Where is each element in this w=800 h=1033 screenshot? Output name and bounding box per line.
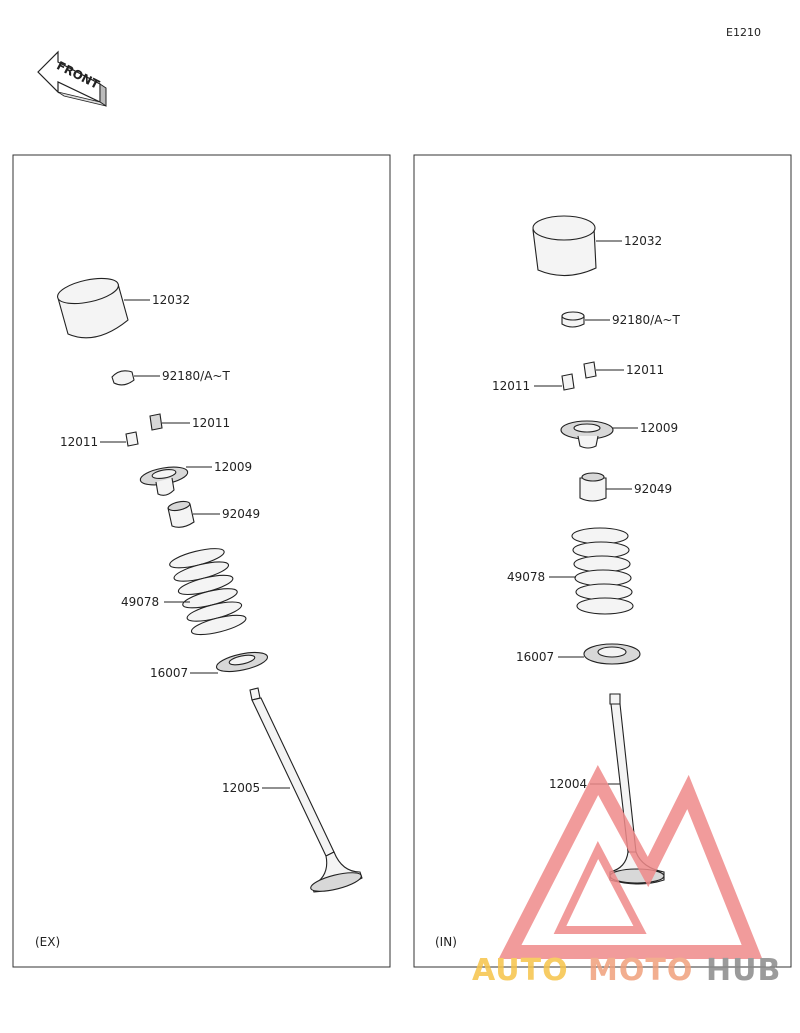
in-seal <box>579 472 607 502</box>
ex-cotter-right <box>149 413 163 431</box>
ex-seal <box>167 500 195 528</box>
in-spring-label: 49078 <box>507 570 545 584</box>
ex-lifter <box>57 277 129 339</box>
diagram-code: E1210 <box>726 26 761 39</box>
watermark-moto: MOTO <box>588 953 693 988</box>
in-seat <box>583 643 641 665</box>
exhaust-panel <box>12 154 391 968</box>
ex-valve <box>249 687 363 893</box>
in-seal-label: 92049 <box>634 482 672 496</box>
in-lifter-label: 12032 <box>624 234 662 248</box>
in-retainer <box>560 420 614 449</box>
in-cotter-left-label: 12011 <box>492 379 530 393</box>
ex-seal-label: 92049 <box>222 507 260 521</box>
intake-panel <box>413 154 792 968</box>
watermark-auto: AUTO <box>472 953 569 988</box>
watermark-hub: HUB <box>706 953 781 988</box>
in-retainer-label: 12009 <box>640 421 678 435</box>
in-shim <box>561 311 585 328</box>
in-spring <box>571 527 634 615</box>
ex-shim <box>111 370 135 386</box>
in-cotter-right <box>583 361 597 379</box>
in-valve-label: 12004 <box>549 777 587 791</box>
ex-seat-label: 16007 <box>150 666 188 680</box>
intake-caption: (IN) <box>435 935 457 949</box>
exhaust-caption: (EX) <box>35 935 60 949</box>
front-arrow-icon: FRONT <box>37 50 107 107</box>
in-seat-label: 16007 <box>516 650 554 664</box>
ex-valve-label: 12005 <box>222 781 260 795</box>
ex-cotter-left <box>125 431 139 447</box>
in-lifter <box>532 215 597 277</box>
watermark-logo: AUTO MOTO HUB <box>472 764 781 988</box>
in-cotter-left <box>561 373 575 391</box>
ex-spring-label: 49078 <box>121 595 159 609</box>
watermark-triangle-icon <box>498 764 763 959</box>
in-shim-label: 92180/A~T <box>612 313 680 327</box>
ex-cotter-right-label: 12011 <box>192 416 230 430</box>
ex-retainer <box>139 466 189 496</box>
ex-retainer-label: 12009 <box>214 460 252 474</box>
ex-shim-label: 92180/A~T <box>162 369 230 383</box>
watermark-inner-triangle-icon <box>553 841 647 934</box>
ex-lifter-label: 12032 <box>152 293 190 307</box>
ex-spring <box>169 548 247 636</box>
ex-cotter-left-label: 12011 <box>60 435 98 449</box>
in-cotter-right-label: 12011 <box>626 363 664 377</box>
ex-seat <box>215 651 269 673</box>
